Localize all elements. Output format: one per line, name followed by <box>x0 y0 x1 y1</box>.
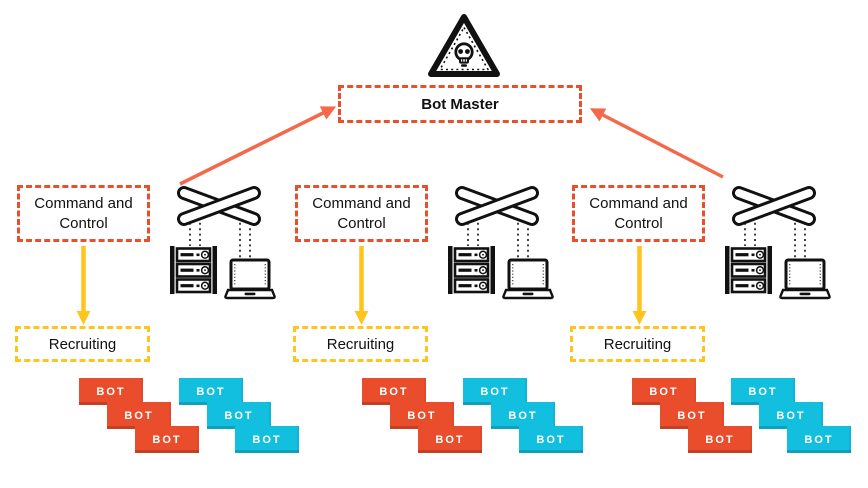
bot-card: BOT <box>519 426 583 453</box>
bot-card: BOT <box>107 402 171 429</box>
bot-card: BOT <box>235 426 299 453</box>
server-rack-icon <box>448 246 495 294</box>
bot-card: BOT <box>463 378 527 405</box>
network-switch-icon-3 <box>732 186 816 226</box>
recruiting-node-3: Recruiting <box>570 326 705 362</box>
bot-card: BOT <box>759 402 823 429</box>
bot-card: BOT <box>390 402 454 429</box>
command-and-control-label: Command and Control <box>34 194 133 232</box>
bot-card: BOT <box>491 402 555 429</box>
bot-card: BOT <box>179 378 243 405</box>
bot-card: BOT <box>362 378 426 405</box>
laptop-icon <box>502 258 554 300</box>
bot-card: BOT <box>79 378 143 405</box>
command-and-control-label: Command and Control <box>589 194 688 232</box>
bot-master-label: Bot Master <box>421 95 499 113</box>
command-and-control-node-3: Command and Control <box>572 185 705 242</box>
recruiting-label: Recruiting <box>326 335 395 353</box>
bot-card: BOT <box>135 426 199 453</box>
bot-card: BOT <box>632 378 696 405</box>
bot-card: BOT <box>660 402 724 429</box>
bot-card: BOT <box>731 378 795 405</box>
device-group-3 <box>725 212 831 300</box>
command-and-control-node-1: Command and Control <box>17 185 150 242</box>
server-rack-icon <box>725 246 772 294</box>
skull-warning-icon <box>428 14 500 77</box>
bot-card: BOT <box>688 426 752 453</box>
network-switch-icon-2 <box>455 186 539 226</box>
skull-icon <box>454 42 474 67</box>
recruiting-node-2: Recruiting <box>293 326 428 362</box>
recruiting-label: Recruiting <box>48 335 117 353</box>
network-switch-icon-1 <box>177 186 261 226</box>
recruiting-node-1: Recruiting <box>15 326 150 362</box>
arrow-switch3-to-botmaster <box>589 108 724 179</box>
command-and-control-label: Command and Control <box>312 194 411 232</box>
laptop-icon <box>224 258 276 300</box>
command-and-control-node-2: Command and Control <box>295 185 428 242</box>
server-rack-icon <box>170 246 217 294</box>
bot-card: BOT <box>418 426 482 453</box>
bot-card: BOT <box>207 402 271 429</box>
bot-master-node: Bot Master <box>338 85 582 123</box>
device-group-1 <box>170 212 276 300</box>
bot-card: BOT <box>787 426 851 453</box>
laptop-icon <box>779 258 831 300</box>
recruiting-label: Recruiting <box>603 335 672 353</box>
arrow-switch1-to-botmaster <box>179 106 337 186</box>
